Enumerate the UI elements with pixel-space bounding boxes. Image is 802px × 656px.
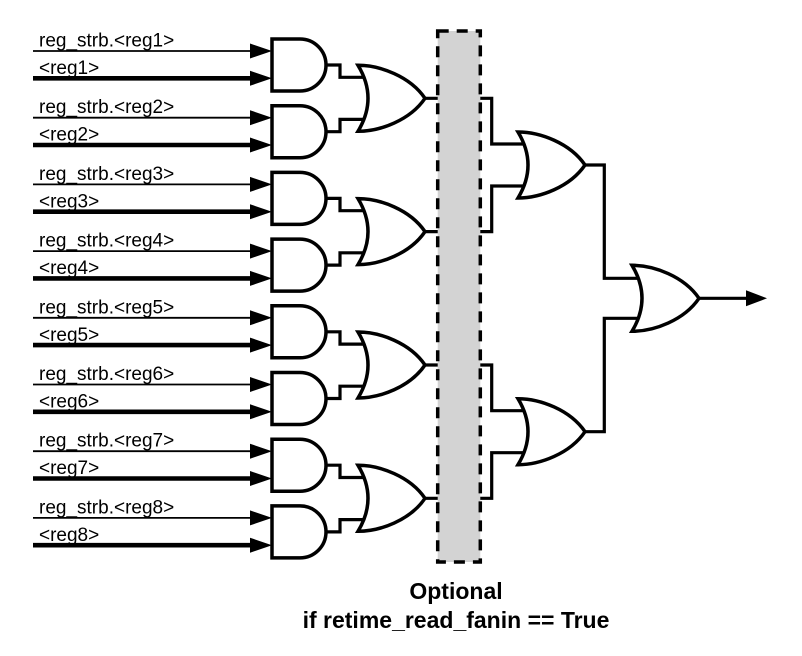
reg-label: <reg2> <box>39 125 99 146</box>
caption-line2: if retime_read_fanin == True <box>303 607 610 633</box>
input-row-1: reg_strb.<reg1> <reg1> <box>33 31 372 93</box>
and-output-wire <box>326 463 372 480</box>
or-gate-stage2 <box>354 196 428 267</box>
or-gate-stage2 <box>354 463 428 534</box>
output-arrowhead-icon <box>746 290 767 307</box>
input-row-8: reg_strb.<reg8> <reg8> <box>33 497 372 560</box>
and-gate <box>270 370 328 427</box>
input-arrowhead-icon <box>250 110 272 126</box>
input-row-3: reg_strb.<reg3> <reg3> <box>33 164 372 227</box>
input-row-7: reg_strb.<reg7> <reg7> <box>33 431 372 493</box>
and-gate <box>270 437 328 493</box>
input-arrowhead-icon <box>250 537 272 553</box>
reg-label: <reg4> <box>39 258 99 279</box>
strobe-label: reg_strb.<reg4> <box>39 231 174 252</box>
input-arrowhead-icon <box>250 310 272 326</box>
strobe-label: reg_strb.<reg3> <box>39 164 174 185</box>
and-output-wire <box>326 196 372 213</box>
caption-line1: Optional <box>409 578 502 604</box>
input-arrowhead-icon <box>250 270 272 286</box>
and-output-wire <box>326 330 372 346</box>
input-arrowhead-icon <box>250 176 272 192</box>
reg-label: <reg7> <box>39 458 99 479</box>
and-gate <box>270 504 328 560</box>
and-gate <box>270 170 328 227</box>
or-gate-final <box>628 263 702 334</box>
input-arrowhead-icon <box>250 377 272 392</box>
and-output-wire <box>326 251 372 267</box>
or-gate-stage3 <box>514 130 588 200</box>
reg-label: <reg5> <box>39 325 99 346</box>
input-arrowhead-icon <box>250 204 272 220</box>
strobe-label: reg_strb.<reg1> <box>39 31 174 52</box>
strobe-label: reg_strb.<reg6> <box>39 364 174 385</box>
or3-output-wire <box>585 163 646 280</box>
input-row-2: reg_strb.<reg2> <reg2> <box>33 97 372 160</box>
reg-label: <reg3> <box>39 191 99 212</box>
and-output-wire <box>326 384 372 401</box>
strobe-label: reg_strb.<reg8> <box>39 497 174 518</box>
or3-output-wire <box>585 316 646 434</box>
input-row-4: reg_strb.<reg4> <reg4> <box>33 231 372 293</box>
or-gate-stage2 <box>354 330 428 400</box>
and-gate <box>270 304 328 360</box>
input-arrowhead-icon <box>250 404 272 420</box>
and-gate <box>270 37 328 93</box>
strobe-label: reg_strb.<reg2> <box>39 97 174 118</box>
reg-label: <reg6> <box>39 392 99 413</box>
reg-label: <reg1> <box>39 58 99 79</box>
strobe-label: reg_strb.<reg5> <box>39 297 174 318</box>
input-arrowhead-icon <box>250 471 272 486</box>
input-arrowhead-icon <box>250 510 272 526</box>
and-gate <box>270 103 328 160</box>
and-output-wire <box>326 517 372 534</box>
input-row-6: reg_strb.<reg6> <reg6> <box>33 364 372 427</box>
input-arrowhead-icon <box>250 243 272 259</box>
input-arrowhead-icon <box>250 137 272 153</box>
input-arrowhead-icon <box>250 70 272 86</box>
input-arrowhead-icon <box>250 337 272 353</box>
and-output-wire <box>326 63 372 79</box>
input-arrowhead-icon <box>250 443 272 459</box>
optional-retime-region <box>435 29 483 564</box>
input-arrowhead-icon <box>250 43 272 59</box>
or-gate-stage3 <box>514 396 588 467</box>
and-gate <box>270 237 328 293</box>
input-row-5: reg_strb.<reg5> <reg5> <box>33 297 372 360</box>
strobe-label: reg_strb.<reg7> <box>39 431 174 452</box>
and-output-wire <box>326 117 372 134</box>
reg-label: <reg8> <box>39 525 99 546</box>
or-gate-stage2 <box>354 63 428 134</box>
